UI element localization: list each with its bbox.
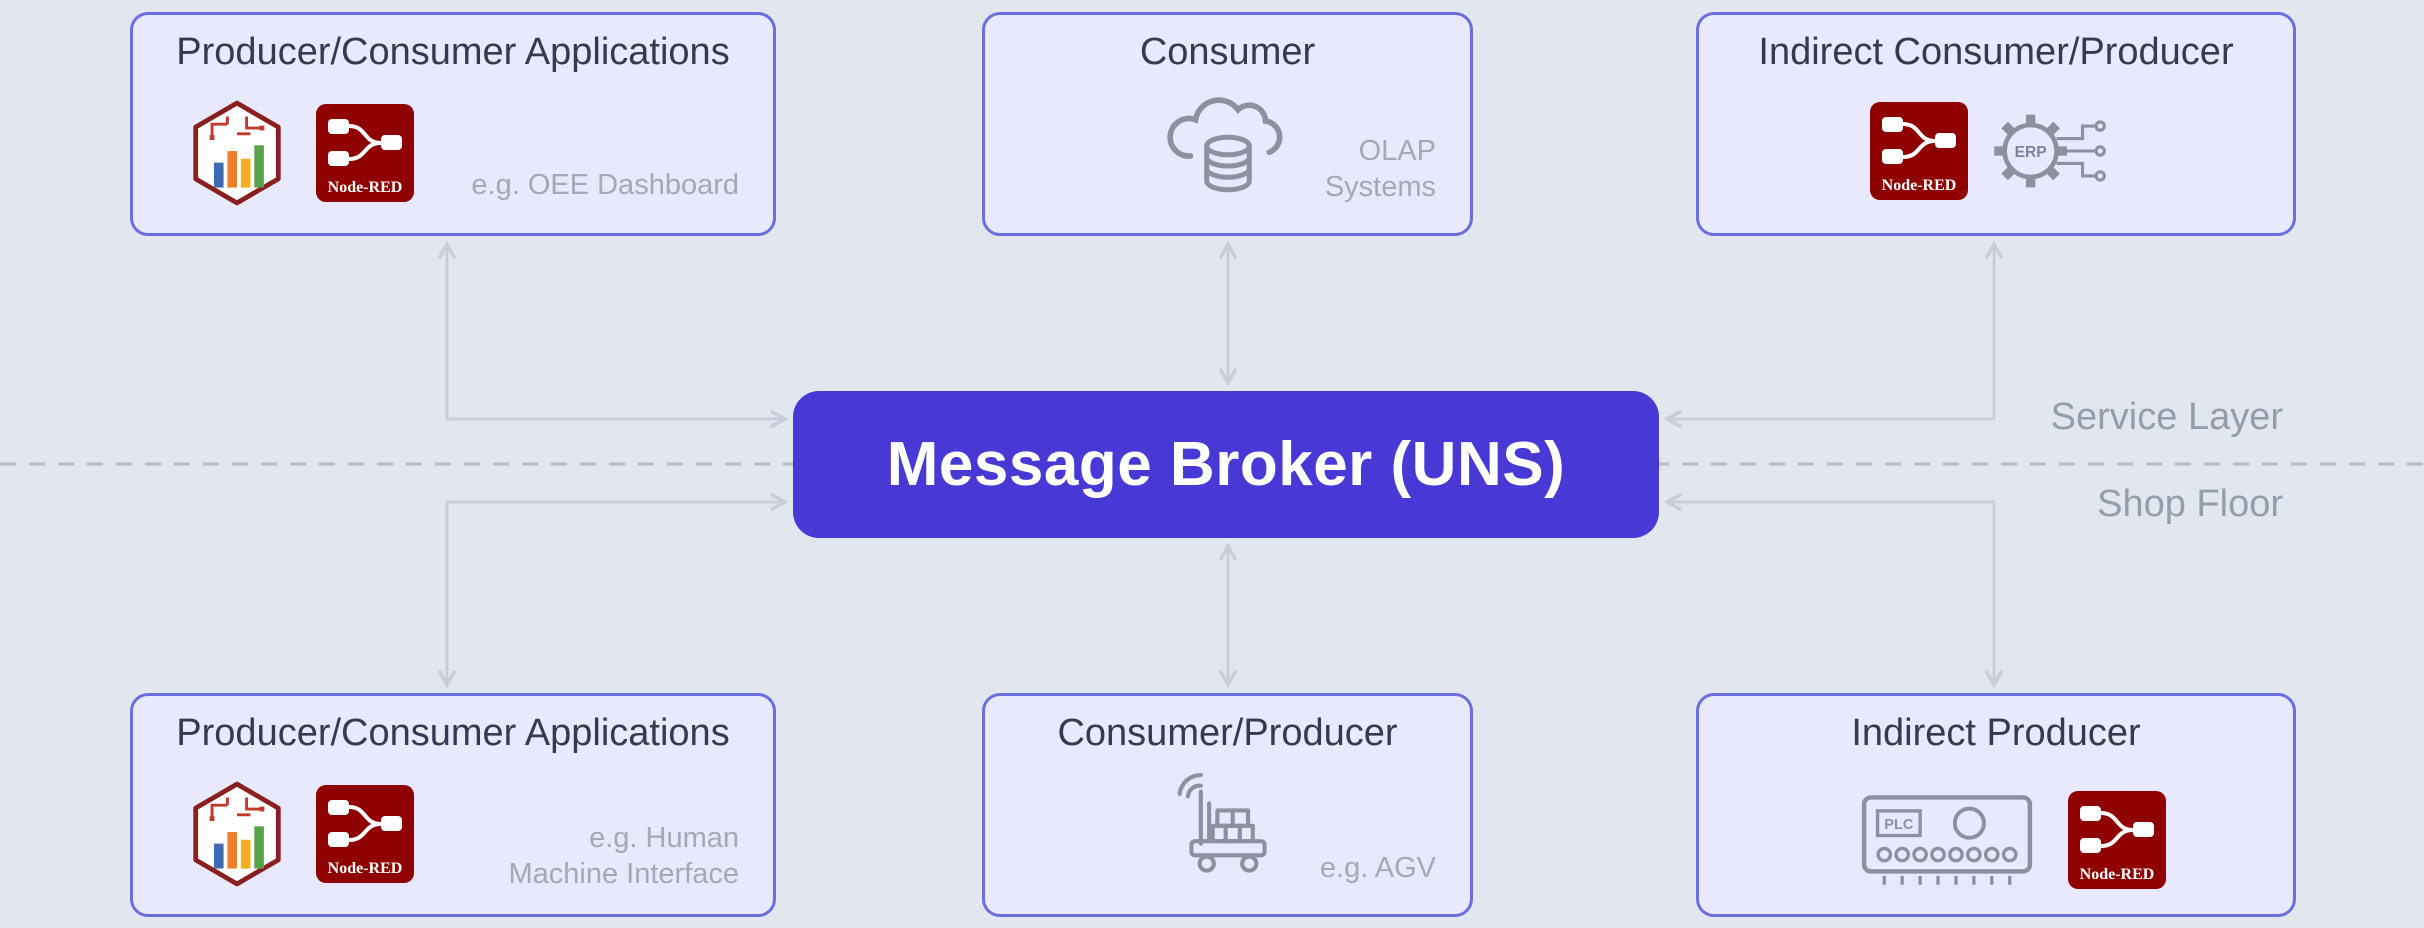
arrow-bottom-left-to-broker bbox=[447, 502, 783, 683]
node-icons bbox=[1153, 81, 1303, 206]
erp-gear-icon bbox=[1987, 99, 2122, 203]
service-layer-label: Service Layer bbox=[2050, 396, 2283, 438]
node-caption: OLAP Systems bbox=[1324, 134, 1436, 203]
node-consumer-producer: Consumer/Producer e.g. AGV bbox=[982, 693, 1473, 917]
umh-logo-icon bbox=[189, 780, 285, 888]
node-title: Producer/Consumer Applications bbox=[176, 712, 730, 754]
node-icons bbox=[189, 780, 415, 888]
arrow-top-left-to-broker bbox=[447, 246, 783, 419]
node-producer-consumer-apps-bottom: Producer/Consumer Applications e.g. Huma… bbox=[130, 693, 776, 917]
umh-logo-icon bbox=[189, 99, 285, 207]
node-title: Producer/Consumer Applications bbox=[176, 31, 730, 73]
node-title: Indirect Producer bbox=[1851, 712, 2141, 754]
node-producer-consumer-apps-top: Producer/Consumer Applications e.g. OEE … bbox=[130, 12, 776, 236]
agv-icon bbox=[1163, 768, 1293, 886]
node-title: Consumer bbox=[1139, 31, 1316, 73]
node-title: Consumer/Producer bbox=[1057, 712, 1398, 754]
node-icons bbox=[1869, 99, 2122, 203]
arrow-top-right-to-broker bbox=[1669, 246, 1994, 419]
node-red-icon bbox=[315, 784, 415, 884]
node-title: Indirect Consumer/Producer bbox=[1758, 31, 2234, 73]
plc-icon bbox=[1857, 784, 2037, 896]
message-broker-label: Message Broker (UNS) bbox=[886, 430, 1566, 499]
node-icons bbox=[1163, 768, 1293, 886]
node-indirect-consumer-producer: Indirect Consumer/Producer bbox=[1696, 12, 2296, 236]
node-caption: e.g. OEE Dashboard bbox=[471, 168, 739, 201]
shop-floor-label: Shop Floor bbox=[2097, 483, 2283, 525]
node-caption: e.g. Human Machine Interface bbox=[508, 821, 739, 890]
node-indirect-producer: Indirect Producer bbox=[1696, 693, 2296, 917]
node-red-icon bbox=[2067, 790, 2167, 890]
node-caption: e.g. AGV bbox=[1319, 851, 1436, 884]
arrow-bottom-right-to-broker bbox=[1669, 502, 1994, 683]
node-icons bbox=[189, 99, 415, 207]
node-red-icon bbox=[315, 103, 415, 203]
node-icons bbox=[1857, 784, 2167, 896]
node-red-icon bbox=[1869, 101, 1969, 201]
node-consumer: Consumer OLAP Systems bbox=[982, 12, 1473, 236]
message-broker: Message Broker (UNS) bbox=[793, 391, 1659, 538]
cloud-database-icon bbox=[1153, 81, 1303, 206]
